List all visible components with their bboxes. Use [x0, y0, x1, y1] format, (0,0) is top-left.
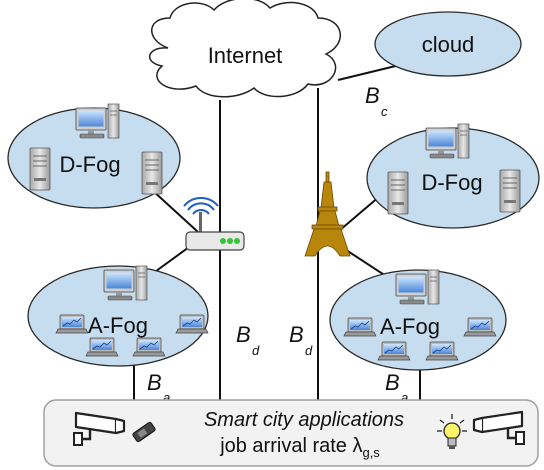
- eiffel-tower-icon: [304, 171, 351, 257]
- svg-text:d: d: [252, 343, 260, 358]
- dfog-right-label: D-Fog: [421, 170, 482, 195]
- light-bulb-icon: [437, 414, 467, 449]
- afog-left-label: A-Fog: [88, 313, 148, 338]
- bd-right-label: B d: [289, 322, 313, 358]
- cloud-node: cloud: [374, 11, 522, 77]
- link-dfog-right-tower: [339, 195, 381, 231]
- svg-text:B: B: [365, 83, 380, 108]
- dfog-right: D-Fog: [366, 123, 540, 229]
- applications-title: Smart city applications: [204, 409, 404, 431]
- laptop-icon: [175, 314, 209, 334]
- afog-left: A-Fog: [27, 265, 209, 367]
- sensor-device-icon: [132, 421, 156, 443]
- server-icon: [499, 169, 521, 213]
- svg-text:B: B: [385, 370, 400, 395]
- ba-left-label: B a: [147, 370, 170, 405]
- laptop-icon: [132, 337, 166, 357]
- svg-text:B: B: [236, 322, 251, 347]
- svg-text:a: a: [163, 390, 170, 405]
- server-icon: [29, 147, 51, 191]
- svg-text:a: a: [401, 390, 408, 405]
- svg-text:B: B: [147, 370, 162, 395]
- arrival-rate-label: job arrival rate λg,s: [219, 435, 380, 460]
- afog-right: A-Fog: [329, 269, 507, 371]
- svg-text:d: d: [305, 343, 313, 358]
- laptop-icon: [85, 337, 119, 357]
- svg-text:c: c: [381, 104, 388, 119]
- wifi-router-icon: [183, 196, 245, 251]
- link-dfog-left-router: [151, 189, 199, 233]
- bd-left-label: B d: [236, 322, 260, 358]
- dfog-left-label: D-Fog: [59, 152, 120, 177]
- internet-cloud: Internet: [149, 0, 342, 98]
- laptop-icon: [55, 314, 89, 334]
- laptop-icon: [377, 341, 411, 361]
- bc-label: B c: [365, 83, 388, 119]
- laptop-icon: [425, 341, 459, 361]
- link-internet-cloud: [337, 63, 405, 81]
- laptop-icon: [463, 317, 497, 337]
- server-icon: [141, 151, 163, 195]
- dfog-left: D-Fog: [7, 103, 181, 209]
- laptop-icon: [343, 317, 377, 337]
- afog-right-label: A-Fog: [380, 314, 440, 339]
- applications-box: Smart city applications job arrival rate…: [43, 399, 539, 467]
- ba-right-label: B a: [385, 370, 408, 405]
- cloud-label: cloud: [422, 32, 475, 57]
- internet-label: Internet: [208, 43, 283, 68]
- server-icon: [387, 171, 409, 215]
- svg-text:B: B: [289, 322, 304, 347]
